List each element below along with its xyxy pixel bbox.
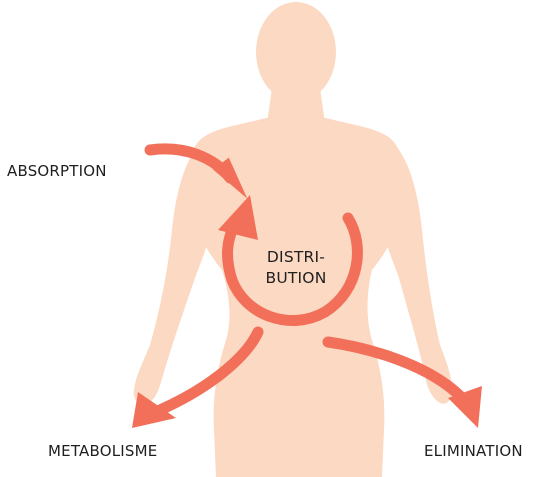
elimination-label: ELIMINATION	[424, 442, 523, 461]
absorption-label: ABSORPTION	[7, 162, 107, 181]
metabolism-label: METABOLISME	[48, 442, 157, 461]
distribution-label-line1: DISTRI-	[254, 247, 338, 268]
distribution-label: DISTRI- BUTION	[254, 247, 338, 289]
head	[256, 2, 336, 102]
left-arm	[134, 140, 220, 404]
distribution-label-line2: BUTION	[254, 268, 338, 289]
